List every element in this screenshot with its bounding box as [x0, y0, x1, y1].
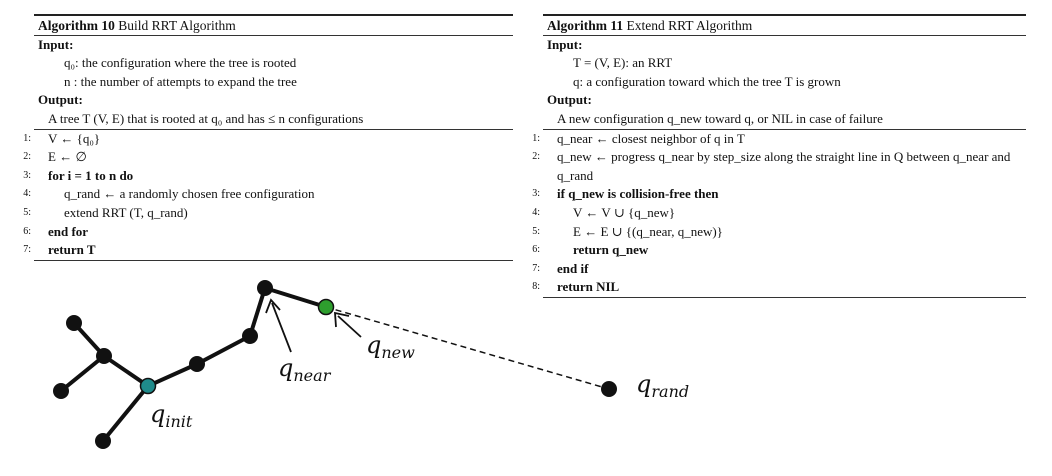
- init-node: [139, 377, 157, 395]
- q-rand-label: qrand: [636, 370, 689, 401]
- tree-node: [95, 433, 111, 449]
- step-line: 7:end if: [532, 260, 589, 276]
- input-line: q₀: the configuration where the tree is …: [64, 55, 297, 71]
- step-line: 4:q_rand ← a randomly chosen free config…: [23, 186, 315, 202]
- tree-node: [53, 383, 69, 399]
- q-new-label: qnew: [366, 331, 415, 362]
- arrow-new-head: [334, 311, 350, 328]
- step-line: 8:return NIL: [532, 279, 620, 295]
- step-list: 1:V ← {q₀} 2:E ← ∅ 3:for i = 1 to n do 4…: [23, 130, 513, 260]
- algorithm-extend-rrt: Algorithm 11 Extend RRT Algorithm Input:…: [532, 14, 1026, 298]
- step-line: 3:for i = 1 to n do: [23, 167, 134, 183]
- step-line: 1:V ← {q₀}: [23, 130, 101, 146]
- algorithm-title: Algorithm 10 Build RRT Algorithm: [38, 17, 236, 33]
- tree-node: [66, 315, 82, 331]
- step-line: 6:return q_new: [532, 242, 649, 258]
- arrow-near-head: [265, 298, 281, 314]
- body-rule: [34, 128, 513, 130]
- step-line: 7:return T: [23, 242, 96, 258]
- output-line: A new configuration q_new toward q, or N…: [557, 110, 883, 126]
- dashed-extension-line: [325, 306, 610, 390]
- tree-edge: [248, 286, 267, 338]
- body-rule: [543, 128, 1026, 130]
- input-line: q: a configuration toward which the tree…: [573, 73, 841, 89]
- title-rule: [34, 34, 513, 36]
- input-label: Input:: [38, 36, 74, 52]
- step-line: 6:end for: [23, 223, 89, 239]
- tree-edges: [59, 286, 328, 443]
- tree-edge: [102, 354, 150, 388]
- input-label: Input:: [547, 36, 583, 52]
- bottom-rule: [34, 259, 513, 261]
- step-line: q_rand: [557, 167, 594, 183]
- output-label: Output:: [547, 92, 592, 108]
- output-label: Output:: [38, 92, 83, 108]
- step-line: 5:E ← E ∪ {(q_near, q_new)}: [532, 223, 723, 239]
- tree-edge-near-new: [263, 286, 328, 309]
- input-line: n : the number of attempts to expand the…: [64, 73, 297, 89]
- tree-edge: [101, 384, 150, 443]
- tree-edge: [59, 354, 106, 393]
- step-line: 4:V ← V ∪ {q_new}: [532, 204, 676, 220]
- rand-node: [601, 381, 617, 397]
- step-list: 1:q_near ← closest neighbor of q in T 2:…: [532, 130, 1026, 297]
- arrow-new: [337, 315, 362, 338]
- top-rule: [34, 14, 513, 16]
- step-line: 2:E ← ∅: [23, 149, 87, 165]
- tree-nodes: [53, 280, 617, 449]
- tree-edge: [146, 362, 199, 388]
- output-line: A tree T (V, E) that is rooted at q₀ and…: [48, 110, 364, 126]
- step-line: 2:q_new ← progress q_near by step_size a…: [532, 149, 1011, 165]
- tree-node: [96, 348, 112, 364]
- top-rule: [543, 14, 1026, 16]
- algorithm-build-rrt: Algorithm 10 Build RRT Algorithm Input: …: [23, 14, 513, 261]
- step-line: 5:extend RRT (T, q_rand): [23, 204, 188, 220]
- near-node: [257, 280, 273, 296]
- input-line: T = (V, E): an RRT: [573, 55, 673, 71]
- arrow-near: [271, 302, 292, 353]
- tree-node: [189, 356, 205, 372]
- step-line: 3:if q_new is collision-free then: [532, 186, 719, 202]
- tree-edge: [195, 334, 252, 366]
- q-init-label: qinit: [150, 400, 193, 431]
- pointer-arrows: [265, 298, 362, 353]
- tree-node: [242, 328, 258, 344]
- q-near-label: qnear: [278, 354, 332, 385]
- new-node: [317, 298, 335, 316]
- step-line: 1:q_near ← closest neighbor of q in T: [532, 130, 745, 146]
- title-rule: [543, 34, 1026, 36]
- algorithm-title: Algorithm 11 Extend RRT Algorithm: [547, 17, 753, 33]
- bottom-rule: [543, 296, 1026, 298]
